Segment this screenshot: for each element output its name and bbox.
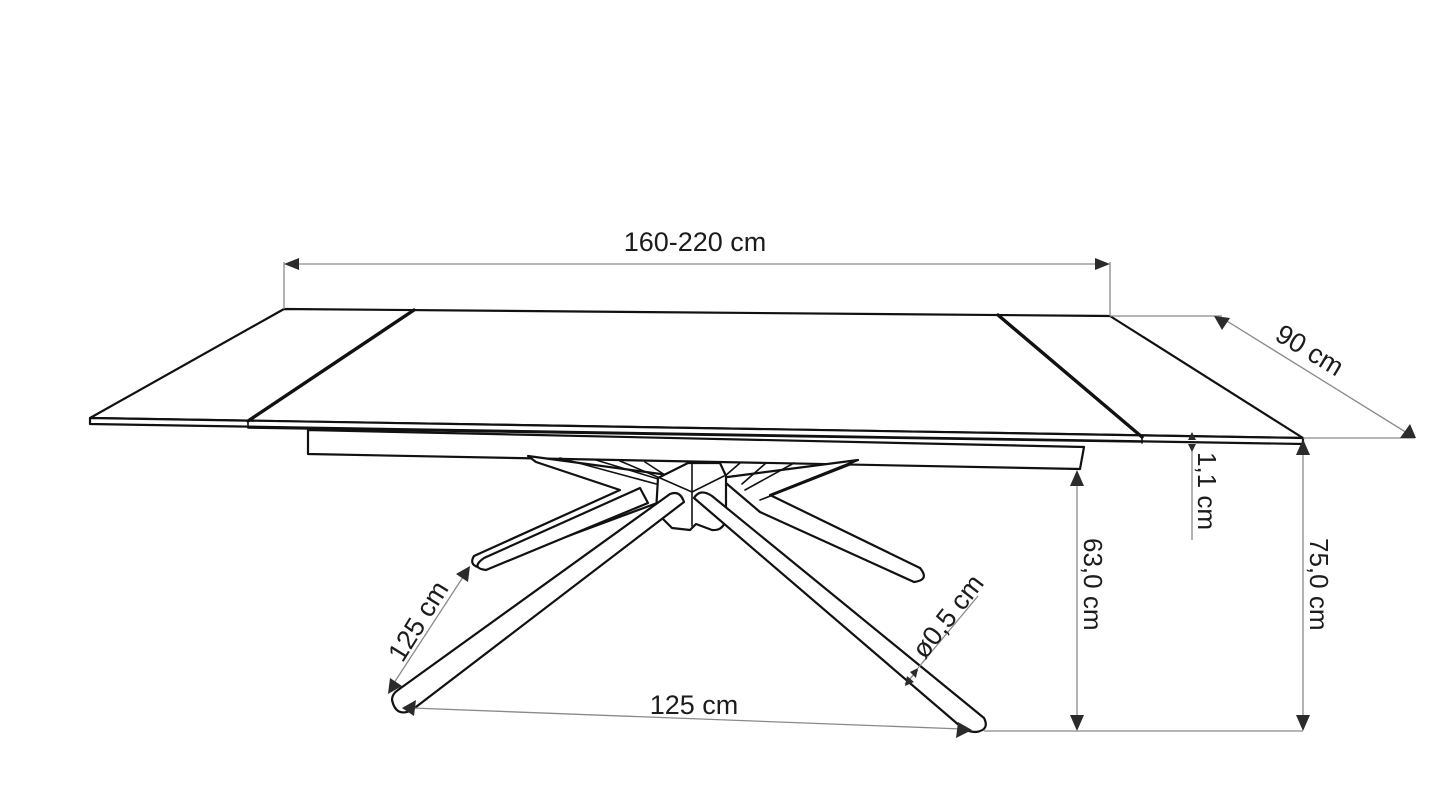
spoke <box>595 459 669 483</box>
hub-top-edge <box>659 475 725 493</box>
apron <box>306 428 1086 471</box>
arrow-icon <box>910 668 918 678</box>
tabletop-underside <box>247 427 1143 443</box>
leg-front-left <box>390 491 686 714</box>
dimension-line <box>411 707 963 730</box>
spoke <box>559 457 661 486</box>
leg-diameter-label: ø0,5 cm <box>906 569 990 664</box>
apron-panel <box>306 428 1086 471</box>
arrow-right-icon <box>956 722 972 738</box>
arrow-up-icon <box>1070 470 1084 486</box>
dimension-total-height: 75,0 cm <box>1296 439 1334 731</box>
spoke <box>724 462 741 477</box>
dimension-leg-span-front: 125 cm <box>402 690 972 738</box>
central-hub <box>654 461 728 532</box>
tabletop <box>88 307 1305 446</box>
arrow-top-icon <box>1214 316 1230 330</box>
arrow-icon <box>905 676 914 686</box>
dimension-line <box>917 595 979 669</box>
length-label: 160-220 cm <box>624 227 767 257</box>
legs-back <box>471 454 925 584</box>
leg-back-right <box>718 458 925 584</box>
spoke <box>741 462 767 485</box>
arrow-down-icon <box>1296 715 1310 731</box>
dimension-clearance-height: 63,0 cm <box>984 470 1303 732</box>
dimension-length: 160-220 cm <box>283 227 1111 316</box>
hub-body <box>654 461 728 532</box>
spoke <box>744 462 795 491</box>
right-leaf-seam <box>996 313 1144 439</box>
spoke <box>619 460 661 479</box>
arrow-top-icon <box>456 566 470 582</box>
dimension-top-thickness: 1,1 cm <box>1188 432 1222 540</box>
arrow-bottom-icon <box>1400 424 1416 438</box>
leg-span-side-label: 125 cm <box>382 576 454 667</box>
dimension-line <box>391 573 466 687</box>
spoke <box>759 463 853 501</box>
top-thickness-label: 1,1 cm <box>1192 452 1222 530</box>
spoke <box>644 461 666 476</box>
arrow-left-icon <box>284 258 299 270</box>
leg-back-left <box>476 486 650 572</box>
arrow-down-icon <box>1188 444 1196 452</box>
total-height-label: 75,0 cm <box>1304 538 1334 631</box>
arrow-down-icon <box>1070 715 1084 731</box>
arrow-right-icon <box>1095 258 1110 270</box>
left-leaf-seam <box>246 308 416 423</box>
dimension-line <box>1221 317 1413 437</box>
leg-span-front-label: 125 cm <box>650 690 739 720</box>
clearance-height-label: 63,0 cm <box>1078 538 1108 631</box>
arrow-up-icon <box>1296 439 1310 455</box>
arrow-bottom-icon <box>388 678 402 694</box>
arrow-left-icon <box>402 700 416 716</box>
arrow-up-icon <box>1188 432 1196 440</box>
dimension-leg-diameter: ø0,5 cm <box>904 569 990 686</box>
